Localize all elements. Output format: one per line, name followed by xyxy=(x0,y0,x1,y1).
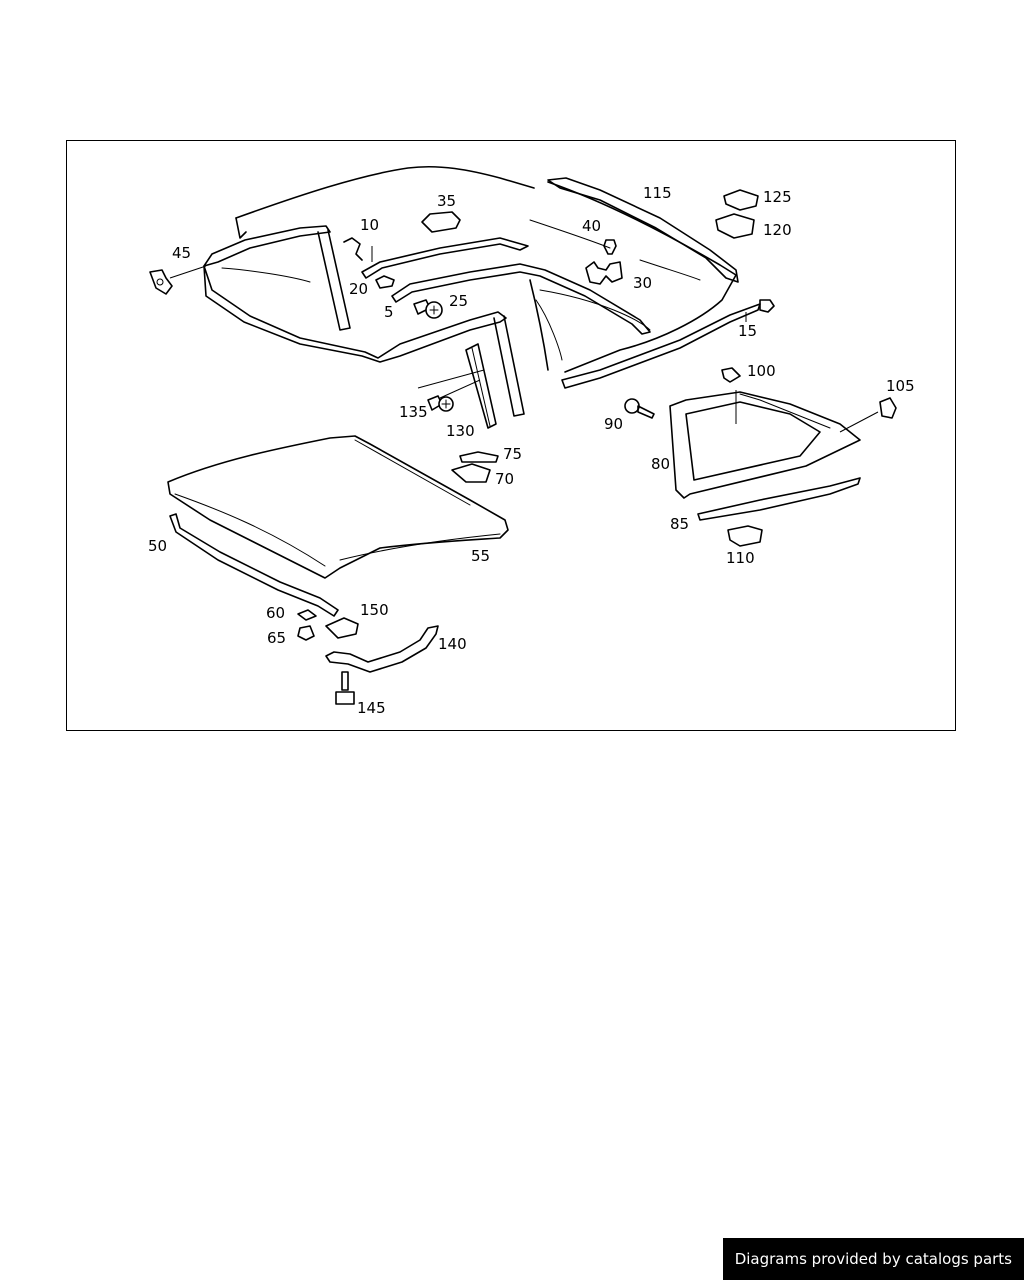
credit-footer: Diagrams provided by catalogs parts xyxy=(722,1238,1024,1280)
callout-35: 35 xyxy=(437,192,456,210)
part-65-clip xyxy=(297,625,315,641)
part-60-clip xyxy=(297,609,317,621)
callout-45: 45 xyxy=(172,244,191,262)
callout-70: 70 xyxy=(495,470,514,488)
callout-65: 65 xyxy=(267,629,286,647)
callout-85: 85 xyxy=(670,515,689,533)
part-45-bracket xyxy=(149,269,173,295)
part-30-bracket xyxy=(585,261,623,285)
part-90-screw xyxy=(624,398,655,419)
callout-135: 135 xyxy=(399,403,428,421)
callout-10: 10 xyxy=(360,216,379,234)
callout-125: 125 xyxy=(763,188,792,206)
part-5-seal xyxy=(391,263,651,335)
part-15-seal xyxy=(561,303,761,389)
callout-105: 105 xyxy=(886,377,915,395)
callout-50: 50 xyxy=(148,537,167,555)
part-145-bolt xyxy=(335,671,355,705)
callout-40: 40 xyxy=(582,217,601,235)
part-130-trim xyxy=(465,343,497,429)
callout-30: 30 xyxy=(633,274,652,292)
callout-80: 80 xyxy=(651,455,670,473)
rear-frame-left xyxy=(203,225,525,417)
callout-150: 150 xyxy=(360,601,389,619)
part-110-clip xyxy=(727,525,763,547)
callout-100: 100 xyxy=(747,362,776,380)
part-35-clip xyxy=(421,211,461,233)
callout-5: 5 xyxy=(384,303,394,321)
part-140-strap xyxy=(325,625,439,673)
callout-120: 120 xyxy=(763,221,792,239)
part-40-pin xyxy=(603,239,617,255)
rear-window-80 xyxy=(669,391,861,499)
part-135-screw xyxy=(427,395,454,412)
headliner-55 xyxy=(167,435,509,579)
callout-15: 15 xyxy=(738,322,757,340)
callout-115: 115 xyxy=(643,184,672,202)
part-105-clip xyxy=(879,397,897,419)
callout-75: 75 xyxy=(503,445,522,463)
callout-145: 145 xyxy=(357,699,386,717)
part-15-cap xyxy=(759,299,775,313)
part-100-clip xyxy=(721,367,741,383)
callout-20: 20 xyxy=(349,280,368,298)
part-125-clip xyxy=(723,189,759,211)
leader-lines xyxy=(169,246,879,433)
part-115-seal xyxy=(547,177,739,283)
part-50-seal xyxy=(169,513,339,617)
diagram-frame xyxy=(66,140,956,731)
part-20-clip xyxy=(375,275,395,289)
callout-140: 140 xyxy=(438,635,467,653)
callout-60: 60 xyxy=(266,604,285,622)
part-75-clip xyxy=(459,451,499,463)
part-120-clip xyxy=(715,213,755,239)
part-10-seal xyxy=(361,237,529,279)
part-85-seal xyxy=(697,477,861,521)
part-70-clip xyxy=(451,463,491,483)
callout-labels: 35 10 45 20 5 25 115 40 30 125 120 15 10… xyxy=(148,184,915,717)
callout-55: 55 xyxy=(471,547,490,565)
callout-90: 90 xyxy=(604,415,623,433)
part-25-screw xyxy=(413,299,443,319)
callout-130: 130 xyxy=(446,422,475,440)
part-10-hook xyxy=(343,237,363,261)
callout-110: 110 xyxy=(726,549,755,567)
callout-25: 25 xyxy=(449,292,468,310)
part-150-clip xyxy=(325,617,359,639)
